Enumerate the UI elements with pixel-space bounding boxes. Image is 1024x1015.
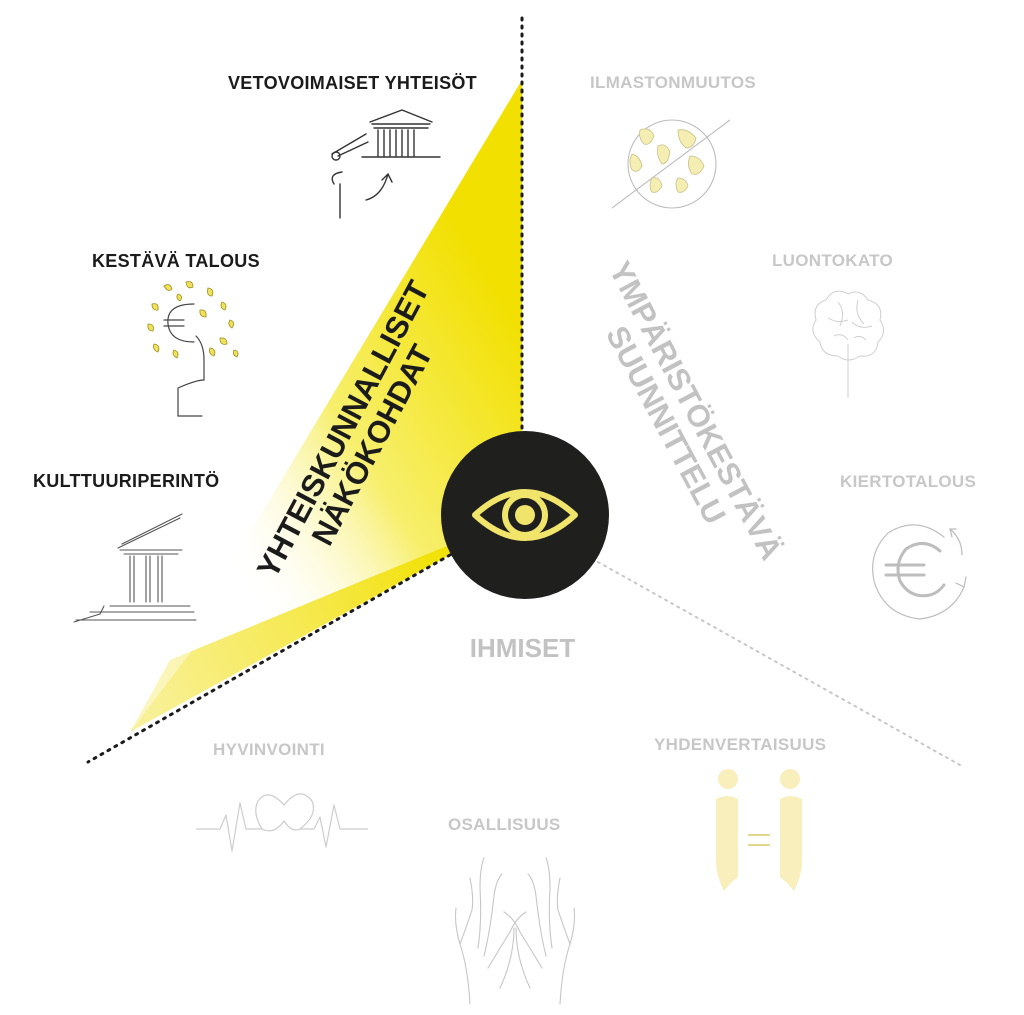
social-sector-fill-lower [130, 515, 522, 732]
item-label-vetovoimaiset: VETOVOIMAISET YHTEISÖT [228, 73, 477, 93]
classical-building-icon [70, 510, 200, 630]
people-sector-title: IHMISET [469, 633, 576, 663]
tree-icon [808, 282, 890, 402]
item-label-hyvinvointi: HYVINVOINTI [213, 740, 325, 759]
heartbeat-icon [196, 775, 371, 860]
equality-figures-icon [708, 765, 808, 895]
item-label-yhdenvertaisuus: YHDENVERTAISUUS [654, 735, 827, 754]
item-label-luontokato: LUONTOKATO [772, 251, 894, 270]
eye-icon [472, 489, 578, 541]
item-label-kiertotalous: KIERTOTALOUS [840, 472, 977, 491]
item-label-osallisuus: OSALLISUUS [448, 815, 561, 834]
theater-building-icon [322, 100, 447, 220]
euro-tree-icon [144, 280, 249, 420]
item-label-ilmastonmuutos: ILMASTONMUUTOS [590, 73, 757, 92]
item-label-kulttuuriperinto: KULTTUURIPERINTÖ [33, 471, 220, 491]
fill-mask [130, 600, 200, 732]
divider-lower-left [86, 553, 452, 764]
center-eye-badge [441, 431, 609, 599]
item-label-kestava-talous: KESTÄVÄ TALOUS [92, 251, 260, 271]
raised-hands-icon [450, 848, 580, 1008]
euro-cycle-icon [866, 515, 970, 627]
globe-crossed-icon [612, 116, 732, 212]
divider-lower-right [597, 561, 961, 766]
